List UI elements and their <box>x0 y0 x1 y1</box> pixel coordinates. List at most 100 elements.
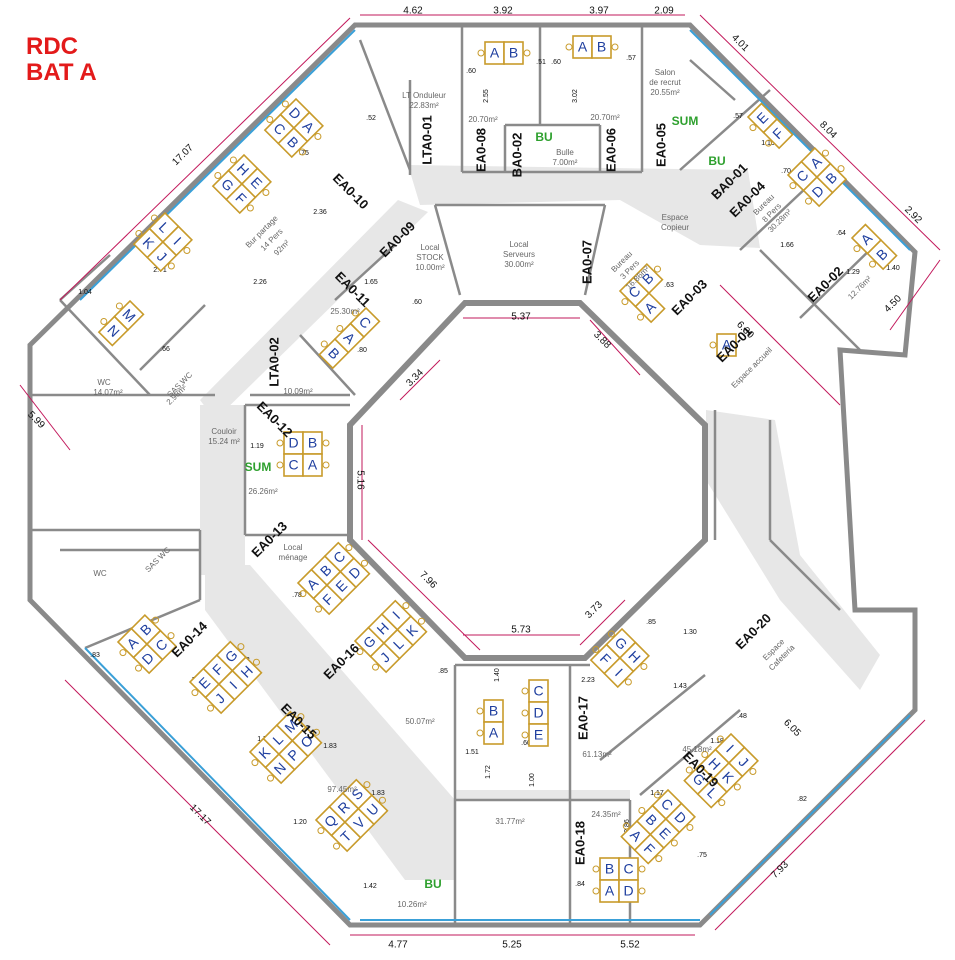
room-text-rt17: 10.00m² <box>415 263 445 272</box>
dimension-label-d22: 3.73 <box>583 599 605 621</box>
plan-title-line-1: RDC <box>26 33 78 60</box>
room-text-rt15: Local <box>420 243 439 252</box>
desk-letter: A <box>578 39 588 55</box>
chair-icon <box>299 590 307 598</box>
chair-icon <box>716 735 724 743</box>
desk-letter: A <box>489 725 499 741</box>
chair-icon <box>718 799 726 807</box>
corridor-east <box>706 410 880 690</box>
chair-icon <box>477 49 485 57</box>
small-dimension-label-s18: 1.66 <box>780 242 794 249</box>
chair-icon <box>592 887 600 895</box>
small-dimension-label-s25: .60 <box>412 299 422 306</box>
small-dimension-label-s9: .52 <box>366 115 376 122</box>
chair-icon <box>322 439 330 447</box>
small-dimension-label-s21: 1.40 <box>886 265 900 272</box>
small-dimension-label-s37: 1.83 <box>371 790 385 797</box>
small-dimension-label-s24: 1.65 <box>364 279 378 286</box>
desk-group-g9: AB <box>850 223 898 271</box>
room-text-rt46: 24.35m² <box>591 810 621 819</box>
desk-group-g10: CBA <box>618 262 666 324</box>
bu-badge-b3: BU <box>424 877 441 891</box>
chair-icon <box>276 439 284 447</box>
chair-icon <box>314 132 322 140</box>
chair-icon <box>276 461 284 469</box>
desk-letter: C <box>623 861 633 877</box>
small-dimension-label-s45: 2.23 <box>581 677 595 684</box>
chair-icon <box>119 649 127 657</box>
chair-icon <box>638 887 646 895</box>
room-text-rt24: 12.76m² <box>846 274 873 301</box>
room-text-rt30: 14.07m² <box>93 388 123 397</box>
corridor-southwest <box>205 565 455 880</box>
desk-cell <box>603 656 635 689</box>
small-dimension-label-s3: .51 <box>536 59 546 66</box>
chair-icon <box>333 842 341 850</box>
dimension-label-d19: 3.34 <box>404 367 426 389</box>
chair-icon <box>853 245 861 253</box>
chair-icon <box>476 707 484 715</box>
room-code-ea0-14: EA0-14 <box>168 618 210 660</box>
chair-icon <box>135 230 143 238</box>
chair-icon <box>638 807 646 815</box>
room-text-rt34: Couloir <box>211 427 237 436</box>
room-code-ea0-18: EA0-18 <box>572 821 587 865</box>
desk-cell <box>291 726 323 758</box>
room-code-ea0-17: EA0-17 <box>575 696 590 740</box>
chair-icon <box>565 43 573 51</box>
room-text-rt10: Espace <box>662 213 689 222</box>
chair-icon <box>183 246 191 254</box>
room-text-rt33: 10.09m² <box>283 387 313 396</box>
inner-courtyard <box>347 300 708 661</box>
corridors <box>200 165 880 880</box>
room-text-rt39: WC <box>93 569 107 578</box>
desk-cell <box>528 723 549 747</box>
small-dimension-label-s42: .60 <box>521 740 531 747</box>
chair-icon <box>246 204 254 212</box>
desk-letter: C <box>288 457 298 473</box>
dimension-label-d5: 4.01 <box>729 32 751 54</box>
small-dimension-label-s2: 2.55 <box>483 89 490 103</box>
room-text-rt4: 20.70m² <box>590 113 620 122</box>
chair-icon <box>805 197 813 205</box>
dimension-label-d15: 7.93 <box>769 859 791 881</box>
chair-icon <box>345 544 353 552</box>
dimension-label-d24: 6.05 <box>781 717 803 739</box>
chair-icon <box>821 149 829 157</box>
chair-icon <box>640 662 648 670</box>
chair-icon <box>135 664 143 672</box>
small-dimension-label-s17: .70 <box>781 168 791 175</box>
chair-icon <box>214 172 222 180</box>
desk-letter: D <box>288 435 298 451</box>
small-dimension-label-s12: 2.36 <box>313 209 327 216</box>
desk-cell <box>146 240 178 273</box>
small-dimension-label-s16: .66 <box>160 346 170 353</box>
dimension-label-d7: 2.92 <box>902 204 924 226</box>
desk-cell <box>716 333 737 357</box>
dimension-lines <box>19 14 941 946</box>
desk-letter: A <box>308 457 318 473</box>
chair-icon <box>621 298 629 306</box>
room-text-rt36: 26.26m² <box>248 487 278 496</box>
desk-group-g21: CDE <box>521 679 549 747</box>
desk-cell <box>277 126 309 159</box>
small-dimension-label-s30: .85 <box>438 668 448 675</box>
small-dimension-label-s4: .60 <box>551 59 561 66</box>
desk-cell <box>483 721 504 745</box>
desk-cell <box>762 117 794 150</box>
dimension-label-d21: 7.96 <box>417 569 439 591</box>
dimension-label-d9: 17.07 <box>170 142 196 168</box>
room-code-lta0-01: LTA0-01 <box>419 115 434 164</box>
desk-cell <box>618 879 639 903</box>
chair-icon <box>363 781 371 789</box>
chair-icon <box>789 182 797 190</box>
